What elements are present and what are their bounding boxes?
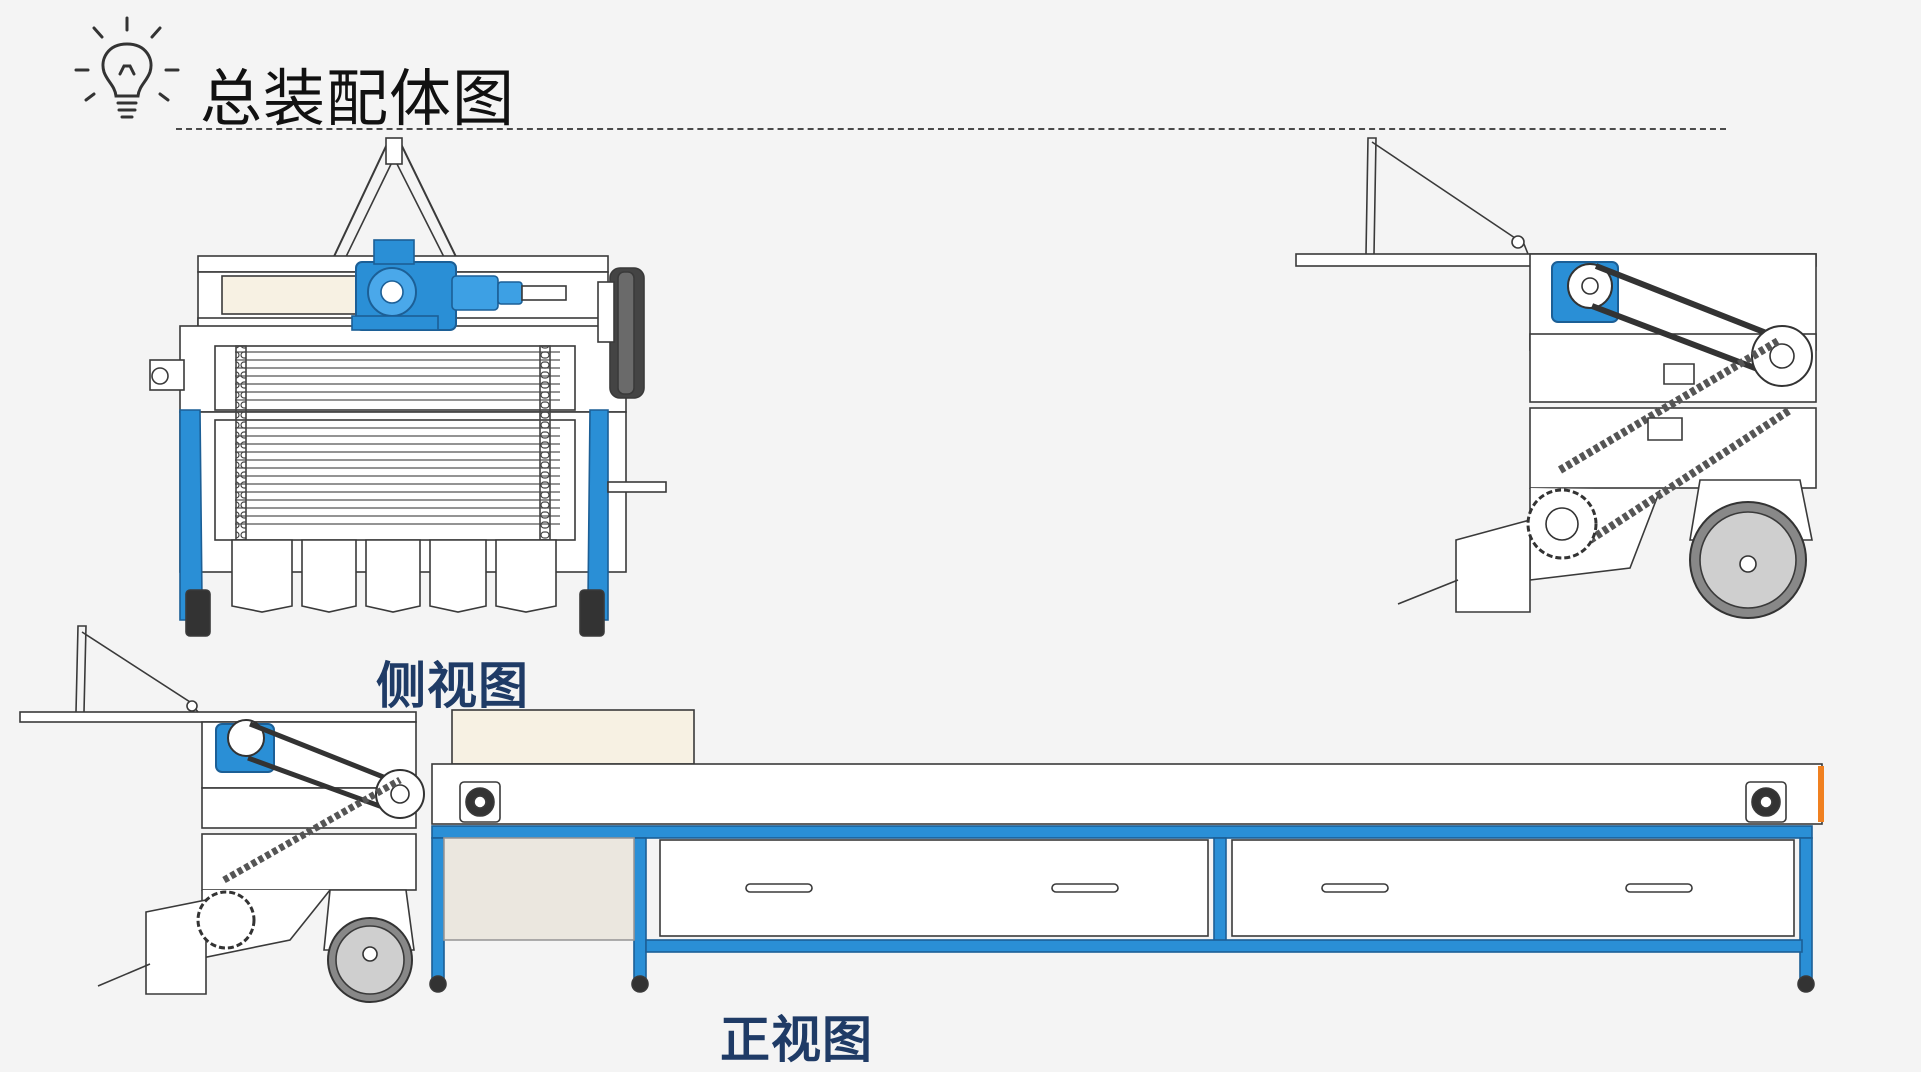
machine-side-view — [1295, 137, 1817, 619]
machine-front-elevation — [19, 625, 1824, 1003]
title-divider — [176, 128, 1726, 130]
front-view-label: 正视图 — [720, 1011, 873, 1069]
lightbulb-icon — [74, 16, 180, 119]
machine-front-view — [149, 137, 667, 637]
page-title: 总装配体图 — [200, 62, 516, 135]
side-view-label: 侧视图 — [376, 657, 529, 715]
